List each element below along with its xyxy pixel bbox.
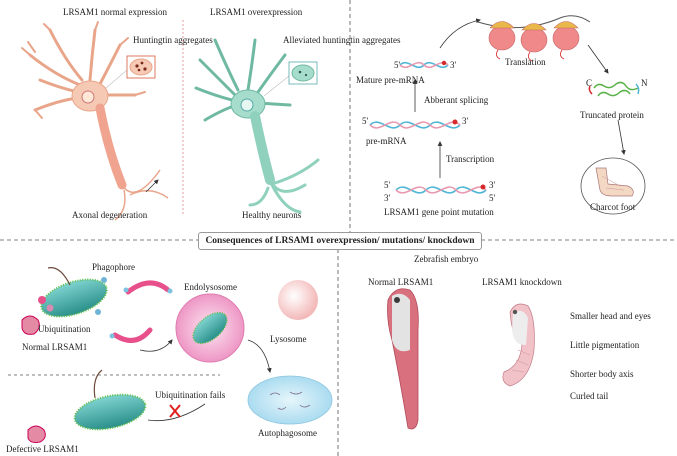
ubiquitination-label: Ubiquitination	[38, 324, 91, 334]
phagophore-membranes	[109, 280, 173, 343]
mature-five-prime: 5'	[394, 60, 401, 70]
healthy-neurons-label: Healthy neurons	[242, 210, 302, 220]
zebrafish-knockdown-embryo	[502, 303, 535, 387]
alleviated-aggregates-label: Alleviated huntingtin aggregates	[283, 35, 401, 45]
charcot-foot-label: Charcot foot	[590, 202, 636, 212]
pre-mrna-label: pre-mRNA	[366, 136, 407, 146]
endolysosome	[175, 293, 245, 363]
huntingtin-aggregates-inset	[105, 55, 156, 89]
autophagosome-label: Autophagosome	[258, 428, 317, 438]
normal-lrsam1-icon	[21, 315, 40, 335]
pre-mrna-three-prime: 3'	[462, 116, 469, 126]
zebrafish-knockdown-label: LRSAM1 knockdown	[482, 277, 562, 287]
protein-n-terminus: N	[641, 78, 648, 88]
huntingtin-aggregates-label: Huntingtin aggregates	[133, 35, 213, 45]
dna-five-prime-bottom: 5'	[489, 193, 496, 203]
ubiquitination-fails-label: Ubiquitination fails	[155, 390, 226, 400]
transcription-label: Transcription	[446, 154, 495, 164]
autophagosome	[247, 375, 333, 425]
axonal-degeneration-label: Axonal degeneration	[72, 210, 148, 220]
translation-label: Translation	[505, 57, 546, 67]
dna-five-prime-top: 5'	[384, 180, 391, 190]
abberant-splicing-label: Abberant splicing	[424, 95, 489, 105]
to-autophagosome-arrow	[247, 339, 272, 373]
bacterium-ubiquitinated	[38, 267, 108, 318]
normal-lrsam1-label: Normal LRSAM1	[22, 342, 88, 352]
defective-lrsam1-icon	[27, 425, 46, 443]
ribosomes-translation	[477, 15, 591, 62]
zebrafish-title: Zebrafish embryo	[414, 254, 479, 264]
mature-pre-mrna-strand	[399, 60, 449, 69]
pre-mrna-strand	[369, 119, 461, 129]
phagophore-label: Phagophore	[92, 262, 135, 272]
charcot-foot-icon	[580, 157, 646, 215]
ubiquitination-fails-arrow	[147, 403, 206, 422]
zebrafish-normal-label: Normal LRSAM1	[368, 277, 434, 287]
translation-to-protein-arrow	[587, 44, 609, 74]
neuron-normal-expression	[21, 21, 169, 221]
overexpression-title: LRSAM1 overexpression	[210, 7, 303, 17]
truncated-protein-label: Truncated protein	[580, 110, 644, 120]
truncated-protein	[588, 81, 640, 97]
gene-point-mutation-label: LRSAM1 gene point mutation	[384, 207, 494, 217]
dna-three-prime-top: 3'	[489, 180, 496, 190]
phenotype-body-axis: Shorter body axis	[570, 369, 634, 379]
axonal-degeneration-arrow	[145, 179, 159, 193]
neuron-overexpression	[194, 38, 320, 214]
phenotype-head-eyes: Smaller head and eyes	[570, 311, 651, 321]
fail-cross-icon	[169, 404, 181, 418]
translation-entry-arrow	[439, 18, 481, 49]
phenotype-curled-tail: Curled tail	[570, 391, 609, 401]
alleviated-aggregates-inset	[263, 61, 318, 97]
mature-three-prime: 3'	[450, 60, 457, 70]
lysosome-label: Lysosome	[270, 334, 307, 344]
consequences-banner: Consequences of LRSAM1 overexpression/ m…	[198, 232, 482, 250]
mature-pre-mrna-label: Mature pre-mRNA	[356, 75, 425, 85]
lysosome	[278, 280, 318, 320]
to-endolysosome-arrow	[139, 339, 173, 352]
gene-point-mutation-dna	[395, 184, 487, 194]
normal-expression-title: LRSAM1 normal expression	[63, 7, 167, 17]
protein-to-foot-arrow	[617, 119, 626, 155]
zebrafish-normal-embryo	[387, 288, 419, 430]
endolysosome-label: Endolysosome	[184, 282, 237, 292]
pre-mrna-five-prime: 5'	[362, 116, 369, 126]
bacterium-unmarked	[73, 369, 147, 431]
defective-lrsam1-label: Defective LRSAM1	[6, 444, 79, 454]
dna-three-prime-bottom: 3'	[384, 193, 391, 203]
phenotype-pigmentation: Little pigmentation	[570, 340, 640, 350]
protein-c-terminus: C	[586, 78, 593, 88]
